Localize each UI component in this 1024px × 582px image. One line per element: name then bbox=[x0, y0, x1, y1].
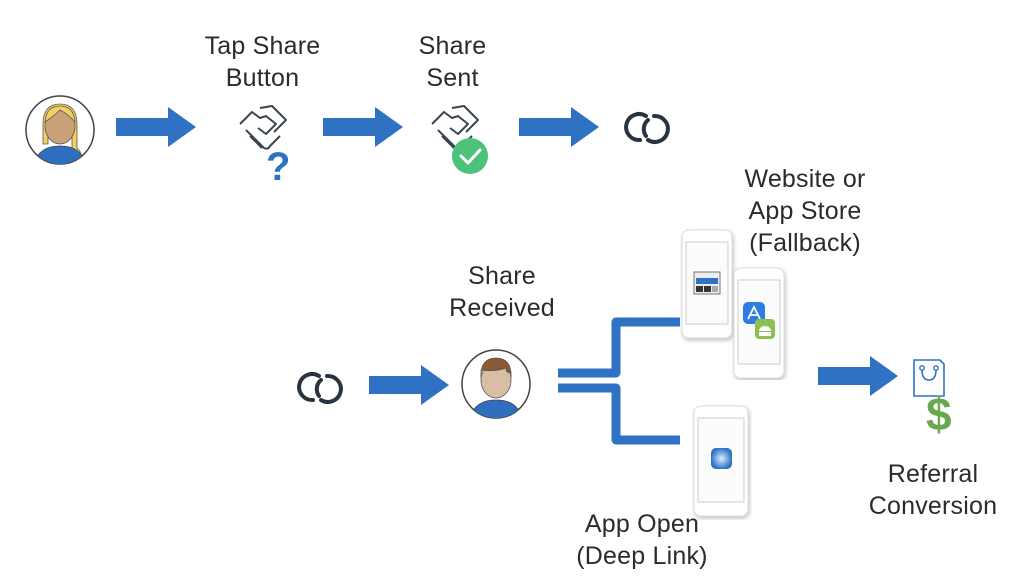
share-received-label: Share Received bbox=[449, 262, 555, 322]
tap-share-label: Tap Share Button bbox=[204, 32, 321, 92]
flow-arrow bbox=[323, 107, 403, 147]
app-open-label: App Open (Deep Link) bbox=[576, 510, 708, 570]
conversion-label: Referral Conversion bbox=[868, 460, 998, 520]
sender-avatar-icon bbox=[25, 95, 95, 165]
shopping-bag-dollar-icon: $ bbox=[910, 354, 966, 434]
fallback-label: Website or App Store (Fallback) bbox=[744, 165, 866, 257]
share-sent-label: Share Sent bbox=[418, 32, 487, 92]
website-icon bbox=[693, 271, 721, 295]
phones-website-appstore-icon bbox=[680, 228, 790, 380]
question-mark-icon: ? bbox=[266, 145, 290, 184]
branch-connector bbox=[558, 308, 688, 458]
handshake-check-icon bbox=[428, 104, 492, 176]
dollar-icon: $ bbox=[926, 388, 952, 434]
sender-avatar bbox=[24, 94, 96, 166]
phone-app-icon bbox=[692, 404, 752, 520]
flow-arrow bbox=[519, 107, 599, 147]
handshake-question-icon: ? bbox=[236, 104, 296, 184]
check-badge-icon bbox=[452, 138, 488, 174]
android-icon bbox=[755, 319, 775, 339]
flow-arrow bbox=[116, 107, 196, 147]
flow-arrow bbox=[818, 356, 898, 396]
link-icon bbox=[293, 370, 347, 406]
flow-arrow bbox=[369, 365, 449, 405]
appstore-icon bbox=[743, 302, 765, 324]
app-icon bbox=[711, 448, 732, 469]
receiver-avatar bbox=[460, 348, 532, 420]
receiver-avatar-icon bbox=[461, 349, 531, 419]
link-icon bbox=[620, 110, 674, 146]
